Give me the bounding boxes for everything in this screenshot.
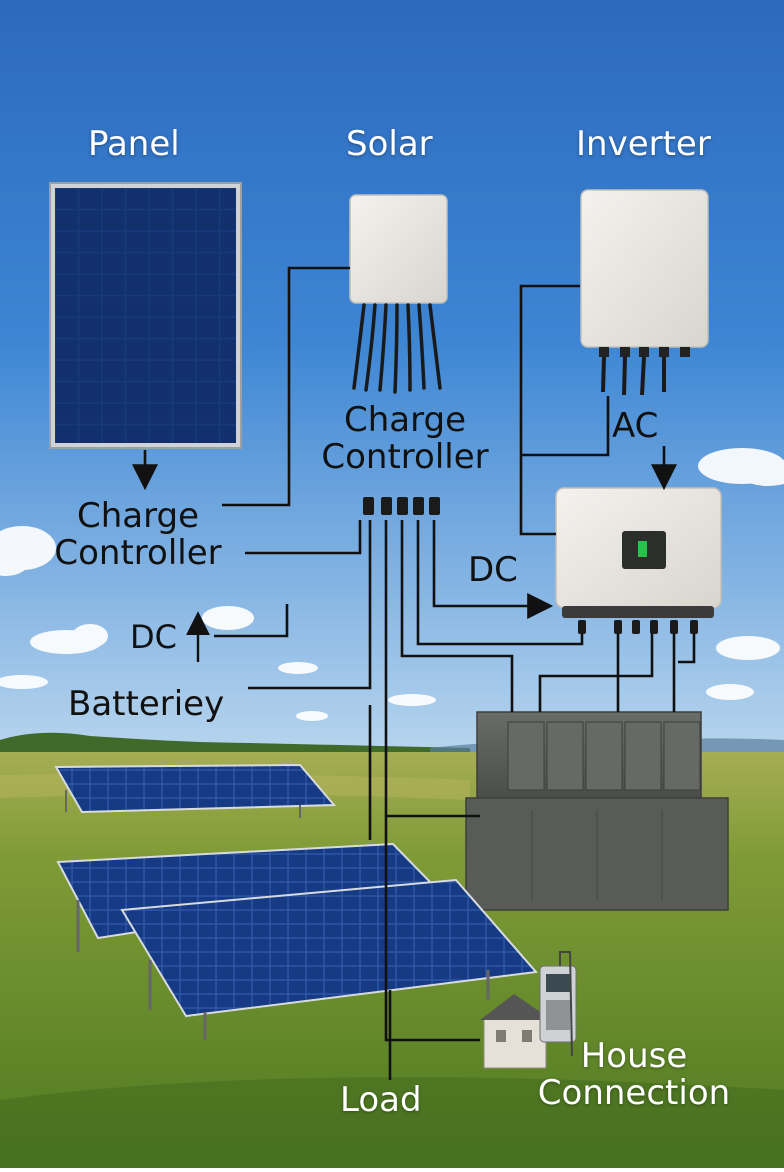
label-inverter: Inverter	[576, 124, 711, 164]
label-charge-controller-top: Charge Controller	[321, 400, 489, 477]
hybrid-unit-box[interactable]	[555, 487, 722, 618]
connector-plugs	[363, 497, 698, 634]
label-charge-controller-left: Charge Controller	[54, 496, 222, 573]
inverter-box[interactable]	[580, 189, 709, 357]
solar-panel-main[interactable]	[49, 182, 242, 449]
field-panel-front	[120, 878, 538, 1040]
meter-device	[539, 951, 577, 1057]
label-ac: AC	[612, 406, 659, 446]
charge-controller-top-box[interactable]	[349, 194, 448, 304]
clouds	[0, 448, 784, 721]
label-dc-right: DC	[468, 550, 518, 590]
inverter-cables	[601, 356, 666, 396]
label-panel: Panel	[88, 124, 180, 164]
label-solar: Solar	[346, 124, 433, 164]
label-house-connection: House Connection	[537, 1036, 731, 1113]
label-load: Load	[340, 1080, 422, 1120]
label-battery: Batteriey	[68, 684, 225, 724]
label-dc-left: DC	[130, 618, 177, 656]
battery-bank[interactable]	[465, 711, 729, 911]
house	[480, 994, 552, 1069]
grass-shadow	[0, 1077, 784, 1168]
controller-cables	[352, 303, 442, 394]
wiring	[132, 266, 696, 1080]
field-panel-back	[54, 763, 337, 818]
